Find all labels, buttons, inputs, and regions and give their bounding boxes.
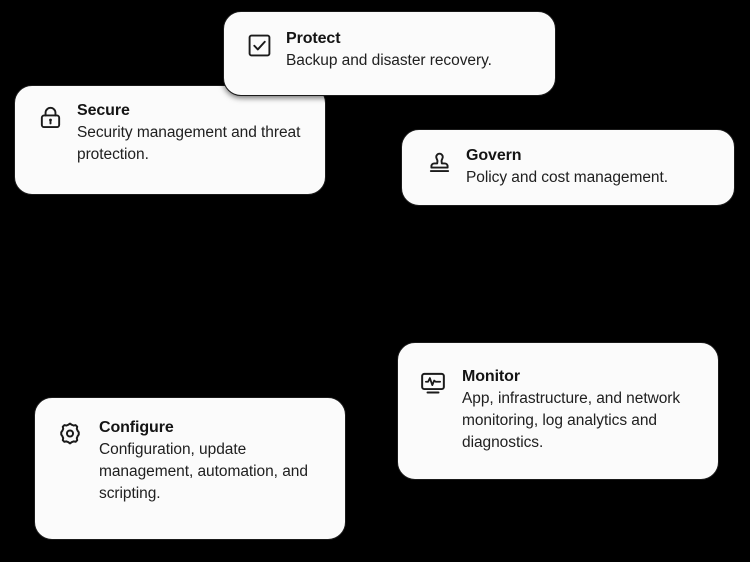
card-govern[interactable]: Govern Policy and cost management. [401,129,735,206]
monitor-pulse-icon [418,368,448,398]
card-title: Protect [286,30,341,47]
card-title: Configure [99,419,174,436]
card-description: App, infrastructure, and network monitor… [462,390,681,452]
stamp-icon [424,147,454,177]
card-protect[interactable]: Protect Backup and disaster recovery. [223,11,556,96]
card-description: Policy and cost management. [466,169,668,187]
card-content: Protect Backup and disaster recovery. [244,29,535,72]
card-content: Govern Policy and cost management. [424,146,716,189]
card-description: Configuration, update management, automa… [99,441,308,503]
card-secure[interactable]: Secure Security management and threat pr… [14,85,326,195]
card-text: Monitor App, infrastructure, and network… [462,367,698,454]
card-text: Secure Security management and threat pr… [77,101,307,166]
card-text: Configure Configuration, update manageme… [99,418,327,505]
card-title: Govern [466,147,522,164]
lock-icon [35,102,65,132]
card-text: Govern Policy and cost management. [466,146,716,189]
checkbox-checked-icon [244,30,274,60]
card-content: Monitor App, infrastructure, and network… [418,367,698,454]
card-text: Protect Backup and disaster recovery. [286,29,535,72]
card-content: Secure Security management and threat pr… [35,101,307,166]
card-description: Security management and threat protectio… [77,124,301,164]
card-description: Backup and disaster recovery. [286,52,492,70]
card-title: Secure [77,102,130,119]
card-title: Monitor [462,368,520,385]
gear-icon [55,419,85,449]
card-configure[interactable]: Configure Configuration, update manageme… [34,397,346,540]
card-monitor[interactable]: Monitor App, infrastructure, and network… [397,342,719,480]
card-content: Configure Configuration, update manageme… [55,418,327,505]
